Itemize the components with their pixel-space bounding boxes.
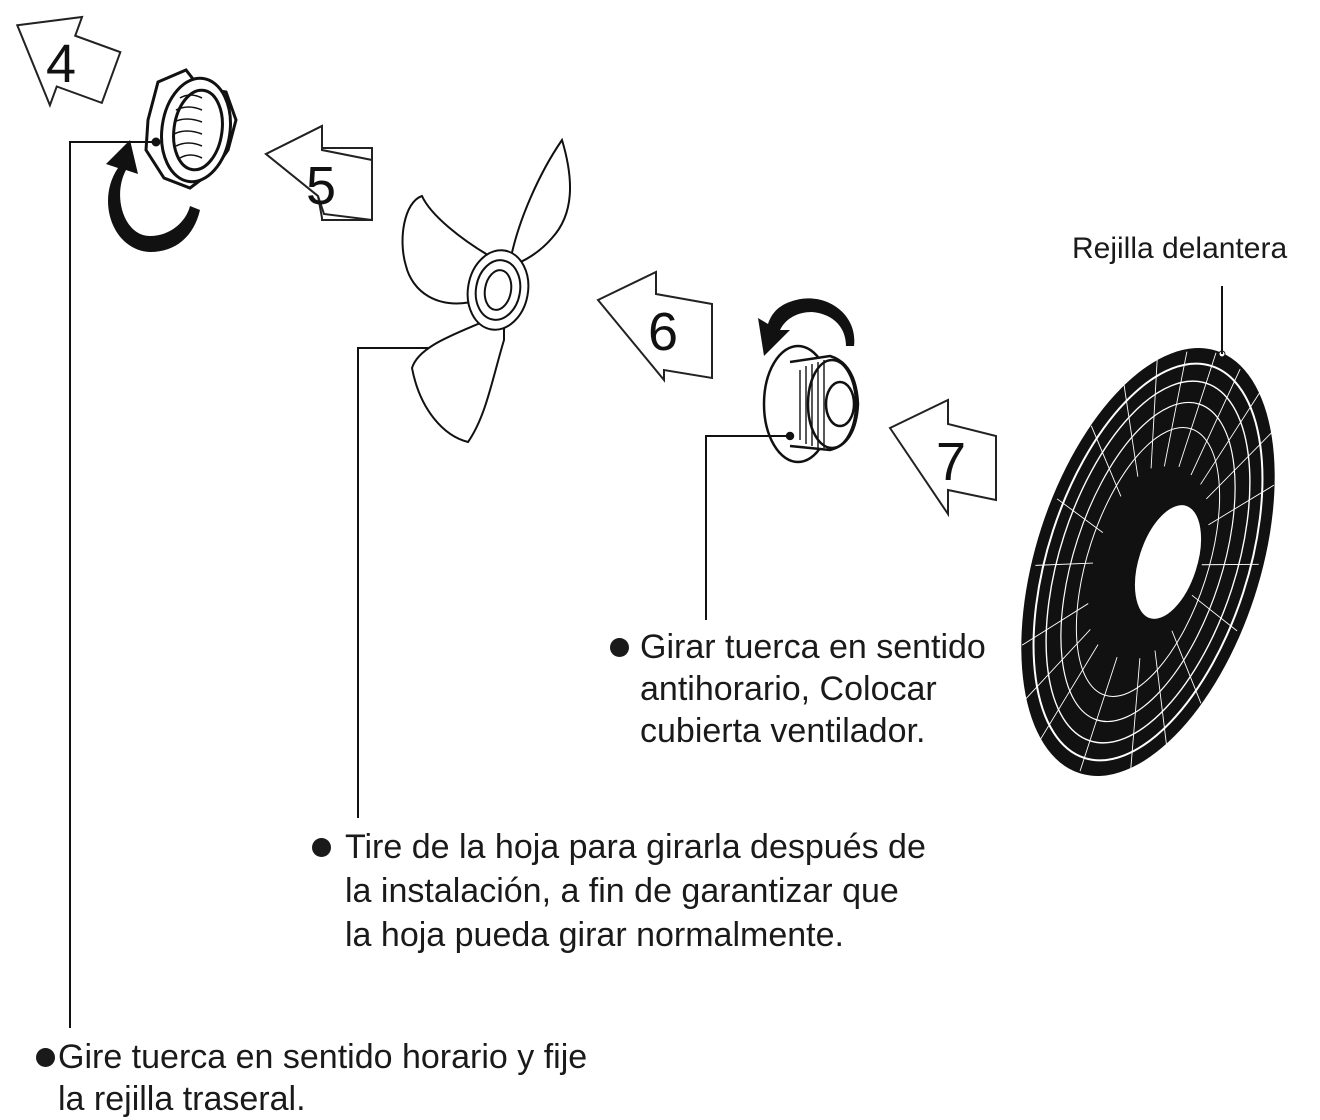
blade-illustration xyxy=(401,137,571,444)
step-arrow-6: 6 xyxy=(596,270,713,383)
leader-line-blade xyxy=(357,347,428,818)
step-arrow-icon xyxy=(888,398,997,518)
note-blade-line-3: la hoja pueda girar normalmente. xyxy=(345,916,844,954)
note-nut-line-1: Gire tuerca en sentido horario y fije xyxy=(58,1038,588,1076)
step-arrow-5: 5 xyxy=(264,124,373,222)
note-spinner-line-2: antihorario, Colocar xyxy=(640,670,937,708)
step-number-7: 7 xyxy=(936,432,966,492)
note-nut-line-2: la rejilla traseral. xyxy=(58,1080,306,1118)
leader-line-spinner xyxy=(705,435,790,620)
leader-line-nut xyxy=(69,141,156,1028)
step-number-4: 4 xyxy=(46,34,76,94)
leader-lines xyxy=(69,141,1223,1028)
rotate-clockwise-icon xyxy=(106,140,200,252)
nut-illustration xyxy=(144,68,238,190)
front-grille-label: Rejilla delantera xyxy=(1072,232,1288,265)
front-grille-illustration xyxy=(1021,348,1275,776)
bullet-blade xyxy=(312,838,331,857)
step-number-5: 5 xyxy=(306,156,336,216)
step-number-6: 6 xyxy=(648,302,678,362)
bullet-spinner xyxy=(610,638,629,657)
note-spinner-line-3: cubierta ventilador. xyxy=(640,712,926,750)
spinner-illustration xyxy=(762,344,860,464)
note-blade-line-2: la instalación, a fin de garantizar que xyxy=(345,872,899,910)
step-arrow-icon xyxy=(596,270,713,383)
rotate-counterclockwise-icon xyxy=(758,298,855,356)
step-arrow-icon xyxy=(15,15,122,109)
step-arrow-4: 4 xyxy=(15,15,122,109)
bullet-nut xyxy=(36,1048,55,1067)
step-arrow-7: 7 xyxy=(888,398,997,518)
note-spinner-line-1: Girar tuerca en sentido xyxy=(640,628,986,666)
note-blade-line-1: Tire de la hoja para girarla después de xyxy=(345,828,926,866)
